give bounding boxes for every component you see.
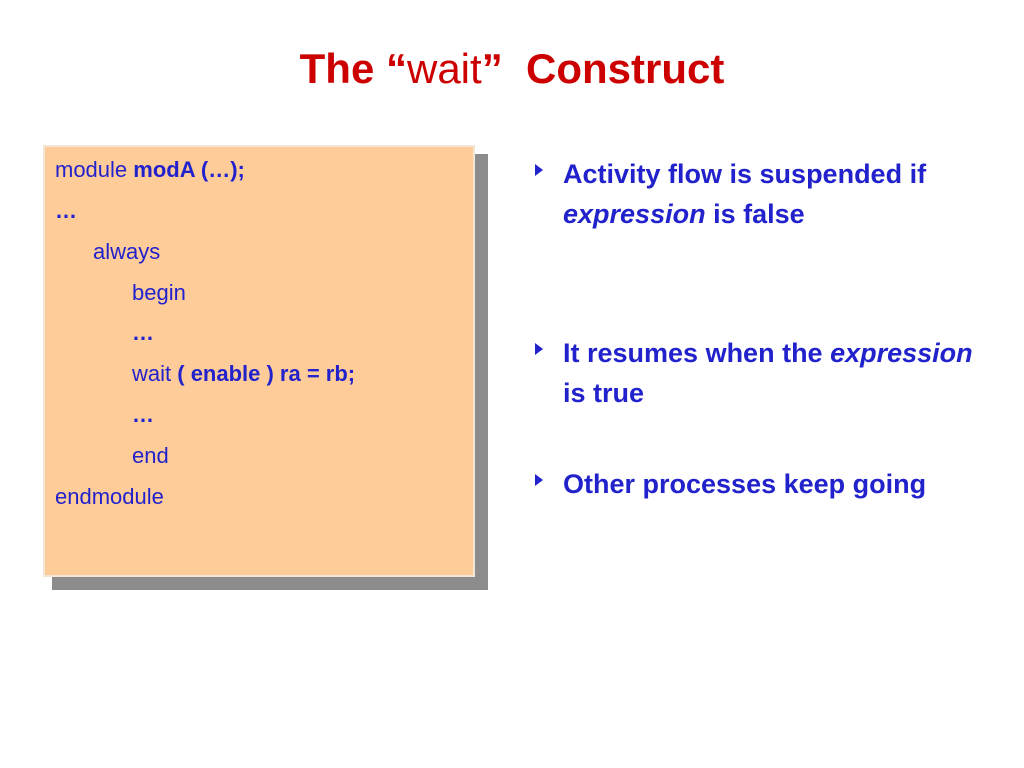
code-line-ellipsis-2: … [132,318,154,348]
code-line-endmodule: endmodule [55,482,164,512]
code-line-begin: begin [132,278,186,308]
bullet-text: Other processes keep going [563,469,927,499]
code-ellipsis: … [132,320,154,345]
code-line-module-name: modA (…); [133,157,245,182]
code-end-keyword: end [132,443,169,468]
code-begin-keyword: begin [132,280,186,305]
code-line-ellipsis-1: … [55,196,77,226]
code-endmodule-keyword: endmodule [55,484,164,509]
title-keyword: wait [406,45,482,92]
code-box: module modA (…); … always begin … wait (… [43,145,475,577]
code-line-wait: wait ( enable ) ra = rb; [132,359,355,389]
code-always-keyword: always [93,239,161,264]
bullet-arrow-icon [535,343,543,355]
code-line-end: end [132,441,169,471]
bullet-text: It resumes when the expression is true [563,338,973,408]
code-wait-expression: ( enable ) ra = rb; [177,361,356,386]
code-ellipsis: … [55,198,77,223]
title-part-3: ” Construct [481,45,725,92]
bullet-text: Activity flow is suspended if expression… [563,159,927,229]
code-ellipsis: … [132,402,154,427]
bullet-arrow-icon [535,474,543,486]
code-line-ellipsis-3: … [132,400,154,430]
code-line-module: module modA (…); [55,155,245,185]
bullet-arrow-icon [535,164,543,176]
code-line-module-keyword: module [55,157,134,182]
title-part-1: The “ [299,45,407,92]
code-wait-keyword: wait [132,361,178,386]
code-line-always: always [93,237,160,267]
slide-title: The “wait” Construct [0,44,1024,94]
